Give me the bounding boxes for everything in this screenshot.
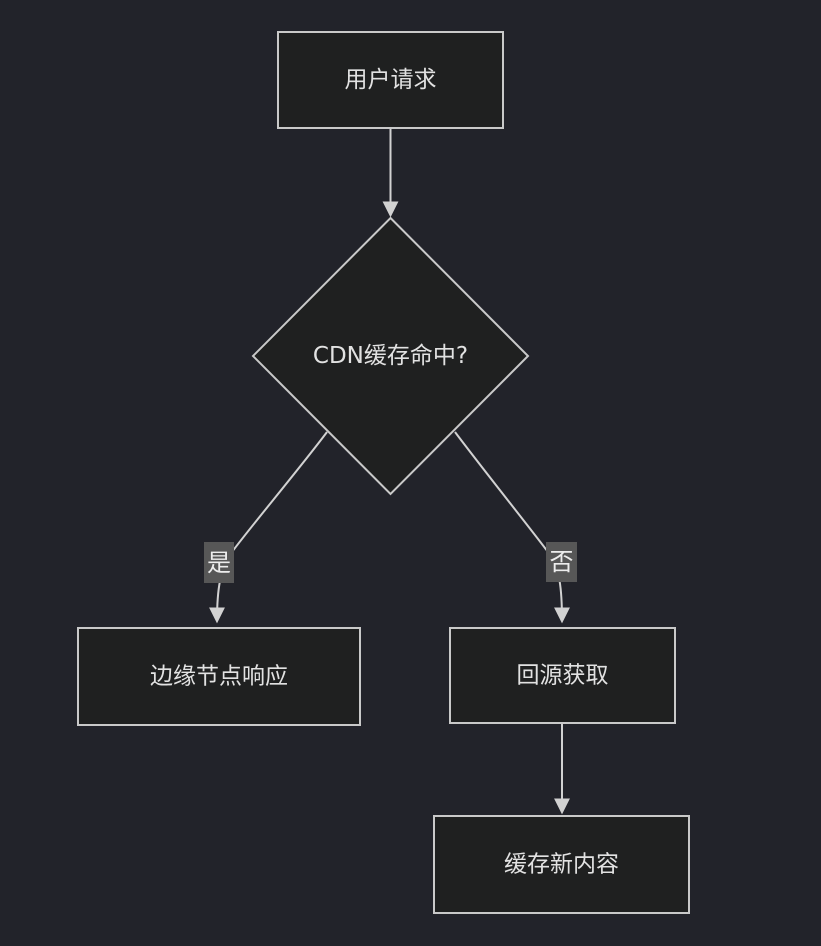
edge-label-yes-background xyxy=(204,542,234,583)
edge-decision-to-edge-node-yes xyxy=(209,431,328,624)
node-origin-fetch-shape xyxy=(449,627,676,724)
node-edge-node-response: 边缘节点响应 xyxy=(77,627,361,726)
node-edge-node-response-label: 边缘节点响应 xyxy=(150,664,288,690)
edge-decision-to-origin-no xyxy=(454,431,570,624)
node-user-request-shape xyxy=(277,31,504,129)
node-user-request-label: 用户请求 xyxy=(345,67,437,93)
node-cdn-cache-decision-shape xyxy=(251,216,530,496)
node-edge-node-response-shape xyxy=(77,627,361,726)
edges xyxy=(209,128,570,815)
node-user-request: 用户请求 xyxy=(277,31,504,129)
node-cdn-cache-decision: CDN缓存命中? xyxy=(251,216,530,496)
node-cache-new-content-label: 缓存新内容 xyxy=(504,852,619,878)
node-cdn-cache-decision-label: CDN缓存命中? xyxy=(313,343,468,369)
node-origin-fetch-label: 回源获取 xyxy=(517,663,609,689)
edge-label-yes: 是 xyxy=(204,542,234,583)
edge-label-no-background xyxy=(546,542,577,582)
node-origin-fetch: 回源获取 xyxy=(449,627,676,724)
edge-label-no-text: 否 xyxy=(550,548,574,576)
node-cache-new-content-shape xyxy=(433,815,690,914)
edge-label-no: 否 xyxy=(546,542,577,582)
edge-label-yes-text: 是 xyxy=(207,549,231,577)
node-cache-new-content: 缓存新内容 xyxy=(433,815,690,914)
